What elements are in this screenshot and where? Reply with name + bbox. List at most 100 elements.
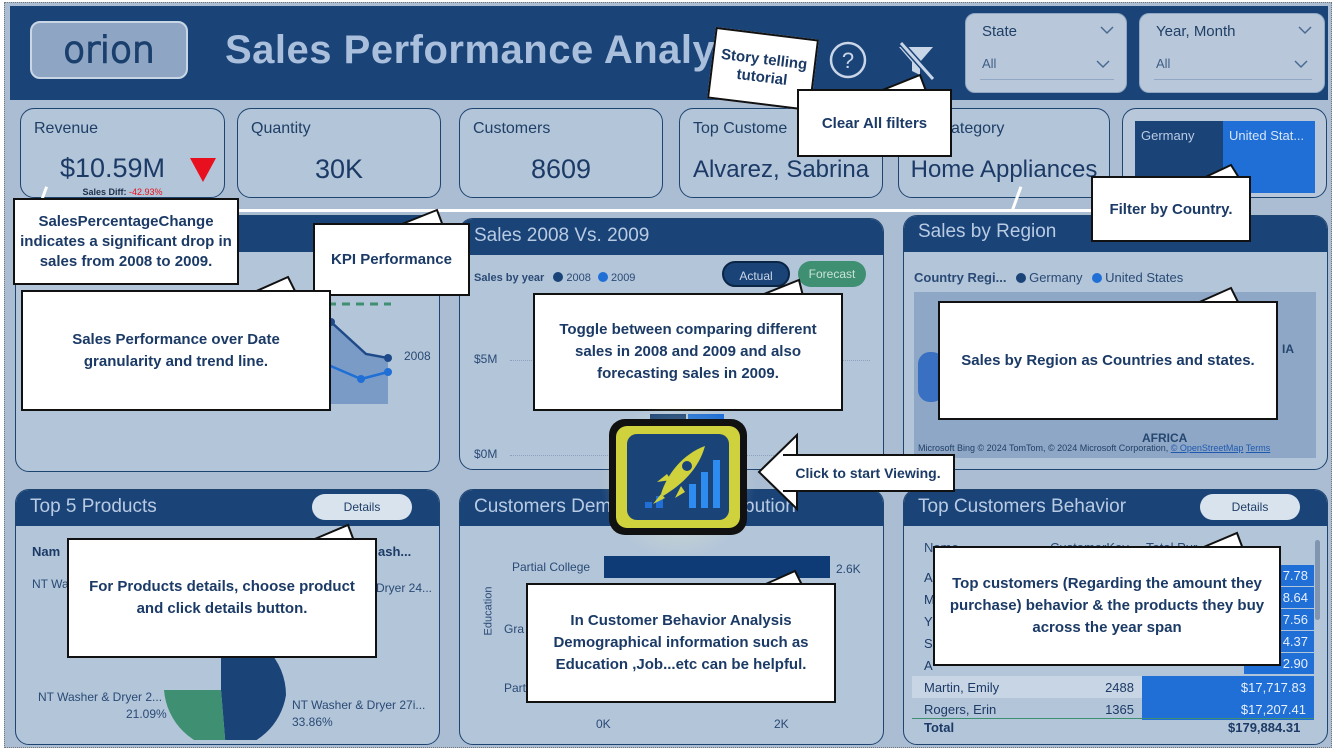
kpi-value: 30K <box>314 154 364 184</box>
help-icon[interactable]: ? <box>828 40 868 80</box>
orion-logo: orion <box>30 21 188 79</box>
sales-diff: Sales Diff: -42.93% <box>21 187 224 197</box>
kpi-value: Alvarez, Sabrina <box>692 156 870 183</box>
kpi-card-revenue[interactable]: Revenue $10.59M Sales Diff: -42.93% <box>20 108 225 198</box>
pie-label: NT Washer & Dryer 27i... <box>292 698 426 712</box>
callout-sales-by-region: Sales by Region as Countries and states. <box>938 301 1278 420</box>
callout-clear-filters: Clear All filters <box>797 89 952 157</box>
actual-button[interactable]: Actual <box>722 261 790 287</box>
callout-trend: Sales Performance over Date granularity … <box>21 290 331 411</box>
pie-label: NT Washer & Dryer 2... <box>38 690 163 704</box>
category-label: Gra <box>504 622 525 636</box>
table-cell-key: 1365 <box>1105 701 1134 717</box>
callout-start-viewing: Click to start Viewing. <box>783 454 955 492</box>
chevron-down-icon[interactable] <box>1298 26 1312 35</box>
table-row[interactable]: Rogers, Erin 1365 $17,207.41 <box>912 698 1314 720</box>
year-month-slicer-dropdown[interactable]: All <box>1154 52 1312 80</box>
kpi-card-quantity[interactable]: Quantity 30K <box>237 108 441 198</box>
panel-title: Top Customers Behavior <box>918 496 1127 517</box>
table-cell-name: Rogers, Erin <box>924 701 997 717</box>
callout-sales-percentage-change: SalesPercentageChange indicates a signif… <box>13 198 239 285</box>
header-bar: orion Sales Performance Analysis ? State… <box>10 6 1328 100</box>
point-2008 <box>384 354 392 362</box>
state-slicer[interactable]: State All <box>965 13 1127 93</box>
legend-dot <box>597 272 608 282</box>
callout-top-customers: Top customers (Regarding the amount they… <box>933 546 1281 666</box>
state-slicer-dropdown[interactable]: All <box>980 52 1114 80</box>
legend-item: 2008 <box>566 272 591 284</box>
legend-dot <box>1092 273 1103 283</box>
table-cell[interactable]: NT Wa <box>32 577 69 591</box>
table-cell-key: 2488 <box>1105 679 1134 695</box>
pie-label: 21.09% <box>126 707 167 721</box>
state-slicer-label: State <box>982 23 1018 40</box>
pie-slice[interactable] <box>164 690 226 740</box>
terms-link[interactable]: Terms <box>1245 443 1271 453</box>
chart-legend: Sales by year 2008 2009 <box>474 272 635 284</box>
forecast-button[interactable]: Forecast <box>798 261 866 287</box>
legend-title: Sales by year <box>474 272 545 284</box>
sales-diff-value: -42.93% <box>129 187 163 197</box>
start-button-inner <box>627 434 729 520</box>
table-cell-name-fragment: A <box>924 658 933 673</box>
y-tick: $0M <box>474 447 498 461</box>
panel-title: Sales by Region <box>918 221 1057 242</box>
year-month-slicer[interactable]: Year, Month All <box>1139 13 1325 93</box>
customers-table-visible-rows: Martin, Emily 2488 $17,717.83 Rogers, Er… <box>912 676 1314 720</box>
country-tile-united-states[interactable]: United Stat... <box>1223 121 1315 193</box>
year-month-slicer-value: All <box>1156 56 1171 71</box>
chevron-down-icon[interactable] <box>1100 26 1114 35</box>
table-scrollbar[interactable] <box>1315 540 1320 620</box>
customers-details-button[interactable]: Details <box>1200 494 1300 520</box>
kpi-label: Customers <box>473 120 551 137</box>
kpi-value: 8609 <box>530 154 592 184</box>
panel-title: Sales 2008 Vs. 2009 <box>474 225 650 246</box>
state-slicer-value: All <box>982 56 997 71</box>
series-end-label: 2008 <box>404 349 431 363</box>
callout-demographics: In Customer Behavior Analysis Demographi… <box>526 583 836 703</box>
year-month-slicer-label: Year, Month <box>1156 23 1236 40</box>
y-axis-label: Education <box>482 586 495 636</box>
table-cell-name-fragment: S <box>924 636 933 651</box>
table-cell-name-fragment: M <box>924 592 935 607</box>
osm-link[interactable]: © OpenStreetMap <box>1170 443 1244 453</box>
map-label: AFRICA <box>1142 431 1188 445</box>
panel-title-left: Customers Dem <box>474 496 612 517</box>
bar-partial-college[interactable] <box>604 556 830 578</box>
clear-filter-icon[interactable] <box>893 37 939 83</box>
bar-value-label: 2.6K <box>836 562 861 576</box>
point-2009 <box>384 368 392 376</box>
kpi-label: Revenue <box>34 120 99 137</box>
callout-connector-line <box>45 209 1110 212</box>
legend-dot <box>1016 273 1027 283</box>
svg-text:orion: orion <box>63 33 155 67</box>
panel-header <box>460 219 883 255</box>
table-cell-total: $17,717.83 <box>1142 676 1314 698</box>
attribution-text: © 2024 TomTom, © 2024 Microsoft Corporat… <box>977 443 1169 453</box>
rocket-chart-icon <box>645 446 720 508</box>
sales-diff-label: Sales Diff: <box>82 187 127 197</box>
map-label: IA <box>1282 342 1294 356</box>
kpi-card-customers[interactable]: Customers 8609 <box>459 108 663 198</box>
customers-table: Martin, Emily 2488 $17,717.83 Rogers, Er… <box>912 676 1314 720</box>
start-viewing-button[interactable] <box>609 419 747 535</box>
page-title: Sales Performance Analysis <box>225 28 773 72</box>
total-divider <box>912 718 1314 719</box>
table-cell[interactable]: Dryer 24... <box>376 581 433 595</box>
map-attribution: Microsoft Bing © 2024 TomTom, © 2024 Mic… <box>918 443 1270 453</box>
table-cell-name-fragment: A <box>924 570 933 585</box>
table-row[interactable]: Martin, Emily 2488 $17,717.83 <box>912 676 1314 698</box>
callout-filter-by-country: Filter by Country. <box>1091 176 1251 242</box>
legend-title: Country Regi... <box>914 270 1007 285</box>
pie-label: 33.86% <box>292 715 333 729</box>
kpi-label: Top Custome <box>693 120 788 137</box>
down-triangle-icon <box>190 158 216 182</box>
table-cell-name: Martin, Emily <box>924 679 1000 695</box>
products-details-button[interactable]: Details <box>312 494 412 520</box>
callout-toggle: Toggle between comparing different sales… <box>533 293 843 411</box>
legend-item: United States <box>1105 270 1184 285</box>
category-label: Part <box>504 681 527 695</box>
table-header-cash: ash... <box>378 544 412 559</box>
category-label: Partial College <box>512 560 591 574</box>
point-2009 <box>357 375 365 383</box>
